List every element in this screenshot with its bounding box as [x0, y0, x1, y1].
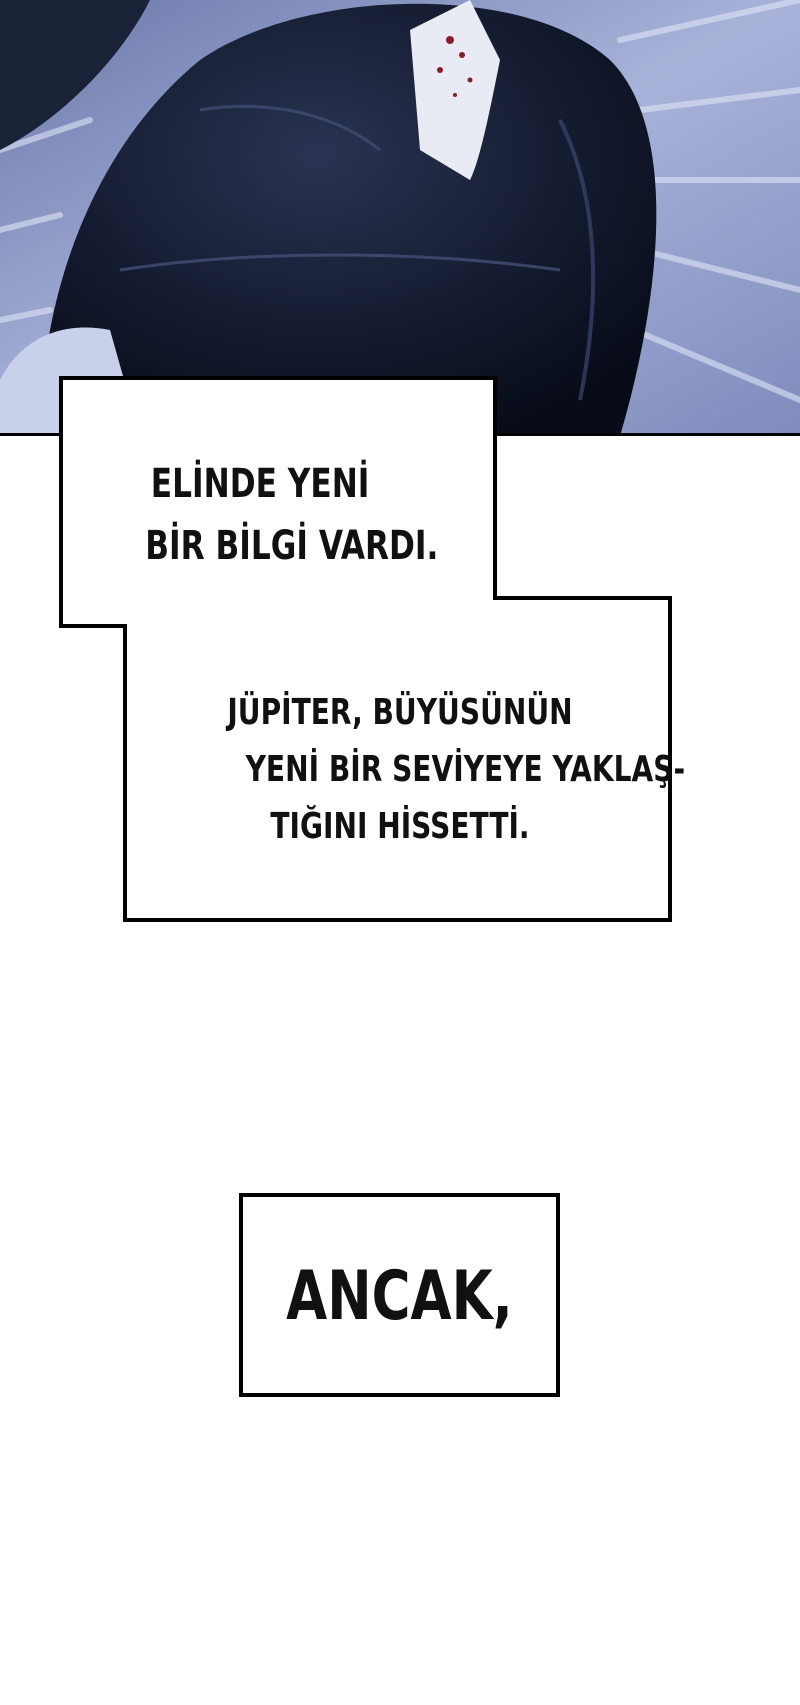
- caption-middle-line3: TIĞINI HİSSETTİ.: [270, 806, 530, 847]
- dark-coat-illustration: [0, 0, 800, 433]
- caption-middle-line1: JÜPİTER, BÜYÜSÜNÜN: [227, 692, 573, 733]
- caption-bottom-box: [239, 1193, 560, 1397]
- caption-top-line1: ELİNDE YENİ: [150, 461, 370, 507]
- caption-top-line2: BİR BİLGİ VARDI.: [145, 523, 439, 569]
- caption-bottom-text: ANCAK,: [286, 1257, 513, 1336]
- caption-middle-line2: YENİ BİR SEVİYEYE YAKLAŞ-: [245, 749, 686, 790]
- caption-boxes: [59, 376, 672, 922]
- comic-art-panel: [0, 0, 800, 436]
